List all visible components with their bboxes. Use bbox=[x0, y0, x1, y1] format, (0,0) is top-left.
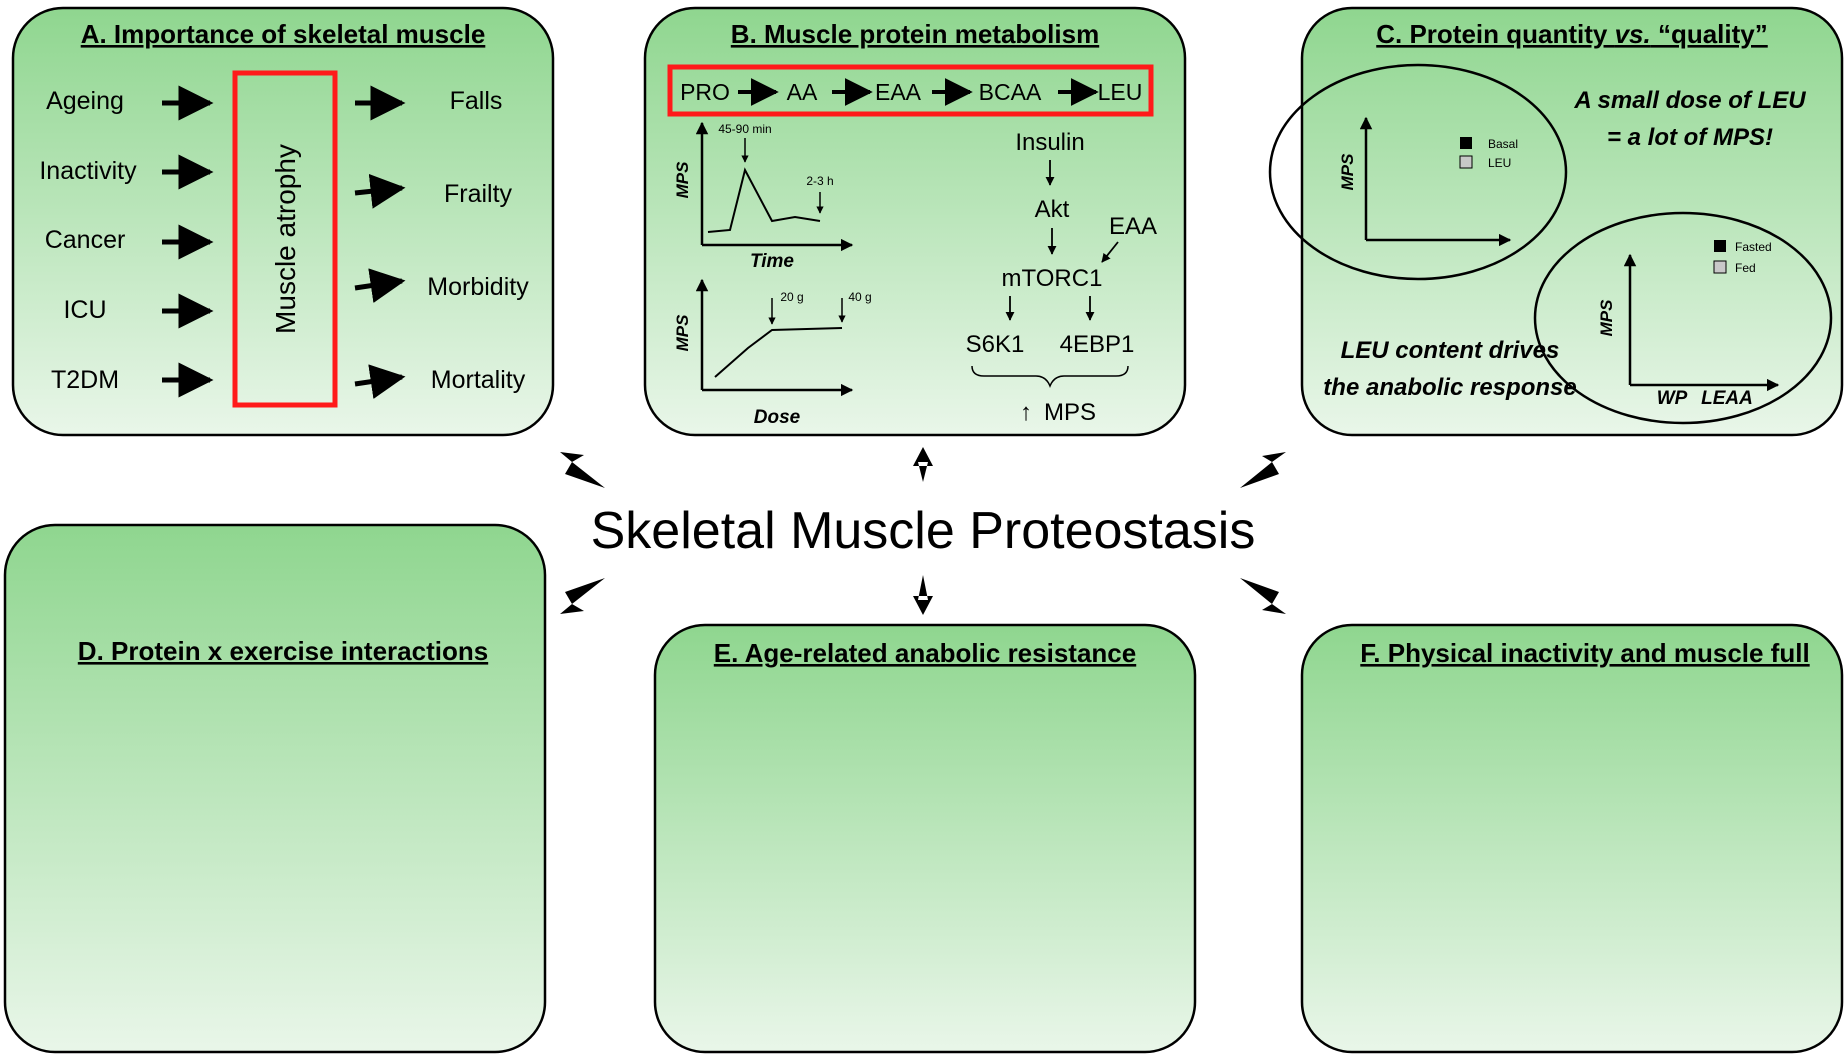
outcome-label: Morbidity bbox=[427, 273, 529, 301]
muscle-atrophy-label: Muscle atrophy bbox=[270, 144, 301, 334]
panel-a-causes: Ageing Inactivity Cancer ICU T2DM bbox=[39, 87, 137, 394]
panel-c-claim-1: A small dose of LEU bbox=[1573, 87, 1806, 114]
peak-label: 45-90 min bbox=[718, 122, 771, 136]
dose-label-a: 20 g bbox=[780, 290, 803, 304]
plot1-xlabel: Time bbox=[750, 251, 794, 272]
cause-label: Inactivity bbox=[39, 157, 137, 185]
panel-f: F. Physical inactivity and muscle full bbox=[1300, 623, 1844, 1054]
chain-item: AA bbox=[787, 79, 818, 105]
panel-a-right-arrows bbox=[354, 85, 406, 399]
plot1-ylabel: MPS bbox=[673, 161, 692, 199]
end-label: 2-3 h bbox=[806, 174, 833, 188]
arrow-to-panel-d bbox=[560, 578, 605, 614]
s6k1-node: S6K1 bbox=[966, 331, 1025, 358]
panel-c-claim-2: = a lot of MPS! bbox=[1607, 124, 1773, 151]
legend-swatch bbox=[1714, 240, 1726, 252]
arrow-to-panel-f bbox=[1240, 578, 1286, 614]
plot2-ylabel: MPS bbox=[673, 314, 692, 352]
legend-swatch bbox=[1713, 260, 1727, 274]
chart-c2: MPS Fasted Fed WP LEAA bbox=[1597, 240, 1780, 409]
center-arrows bbox=[560, 447, 1286, 615]
chart-c1-ylabel: MPS bbox=[1338, 153, 1357, 191]
panel-e-title: E. Age-related anabolic resistance bbox=[714, 638, 1136, 668]
eaa-node: EAA bbox=[1109, 213, 1157, 240]
muscle-atrophy-box bbox=[232, 70, 338, 408]
chain-item: BCAA bbox=[979, 79, 1042, 105]
chart-c1: MPS Basal LEU bbox=[1338, 116, 1518, 247]
mps-node: MPS bbox=[1044, 399, 1096, 426]
plot2-xlabel: Dose bbox=[754, 407, 801, 428]
panel-e: E. Age-related anabolic resistance bbox=[653, 623, 1197, 1054]
legend-label: Fed bbox=[1735, 261, 1756, 275]
panel-c-footer-2: the anabolic response bbox=[1323, 374, 1576, 401]
x-tick-label: LEAA bbox=[1701, 388, 1753, 409]
mtorc1-node: mTORC1 bbox=[1002, 265, 1103, 292]
cause-label: ICU bbox=[63, 296, 106, 324]
panel-b: B. Muscle protein metabolism PRO AA EAA … bbox=[643, 6, 1187, 437]
outcome-label: Mortality bbox=[431, 366, 526, 394]
dose-label-b: 40 g bbox=[848, 290, 871, 304]
x-tick-label: WP bbox=[1657, 388, 1688, 409]
panel-a-left-arrows bbox=[162, 85, 214, 398]
pathway-brace bbox=[971, 365, 1129, 389]
chart-c2-ellipse bbox=[1533, 211, 1833, 425]
cause-label: Cancer bbox=[45, 226, 126, 254]
panel-d-title: D. Protein x exercise interactions bbox=[78, 636, 488, 666]
chart-c2-ylabel: MPS bbox=[1597, 299, 1616, 337]
outcome-label: Falls bbox=[450, 87, 503, 115]
mps-up-arrow: ↑ bbox=[1020, 399, 1032, 426]
arrow-to-panel-c bbox=[1240, 452, 1286, 488]
mps-dose-plot: 20 g 40 g MPS Dose bbox=[673, 278, 872, 428]
chain-items: PRO AA EAA BCAA LEU bbox=[680, 79, 1142, 105]
panel-c-title: C. Protein quantity vs. “quality” bbox=[1376, 19, 1768, 49]
panel-b-title: B. Muscle protein metabolism bbox=[731, 19, 1099, 49]
panel-a-title: A. Importance of skeletal muscle bbox=[81, 19, 486, 49]
cause-label: T2DM bbox=[51, 366, 119, 394]
arrow-to-panel-a bbox=[560, 452, 605, 488]
chain-item: LEU bbox=[1098, 79, 1143, 105]
arrow-to-panel-e bbox=[913, 575, 933, 615]
center-title: Skeletal Muscle Proteostasis bbox=[591, 502, 1256, 560]
chain-box bbox=[667, 64, 1154, 117]
panel-d: D. Protein x exercise interactions bbox=[3, 523, 547, 1054]
chain-item: EAA bbox=[875, 79, 922, 105]
chart-c1-ellipse bbox=[1268, 63, 1568, 281]
arrow-to-panel-b bbox=[913, 447, 933, 482]
insulin-node: Insulin bbox=[1015, 129, 1084, 156]
legend-swatch bbox=[1459, 155, 1473, 169]
panel-c: C. Protein quantity vs. “quality” A smal… bbox=[1268, 6, 1844, 437]
panel-f-title: F. Physical inactivity and muscle full bbox=[1360, 638, 1809, 668]
panel-a: A. Importance of skeletal muscle Ageing … bbox=[11, 6, 555, 437]
chain-item: PRO bbox=[680, 79, 730, 105]
mps-time-plot: 45-90 min 2-3 h MPS Time bbox=[673, 121, 854, 272]
cause-label: Ageing bbox=[46, 87, 124, 115]
akt-node: Akt bbox=[1035, 196, 1070, 223]
legend-label: Basal bbox=[1488, 137, 1518, 151]
panel-c-footer-1: LEU content drives bbox=[1341, 337, 1560, 364]
legend-label: LEU bbox=[1488, 156, 1511, 170]
panel-a-outcomes: Falls Frailty Morbidity Mortality bbox=[427, 87, 529, 394]
signaling-pathway: Insulin Akt EAA mTORC1 S6K1 4EBP1 ↑ MPS bbox=[966, 129, 1157, 426]
outcome-label: Frailty bbox=[444, 180, 513, 208]
4ebp1-node: 4EBP1 bbox=[1060, 331, 1135, 358]
legend-swatch bbox=[1460, 137, 1472, 149]
legend-label: Fasted bbox=[1735, 240, 1772, 254]
